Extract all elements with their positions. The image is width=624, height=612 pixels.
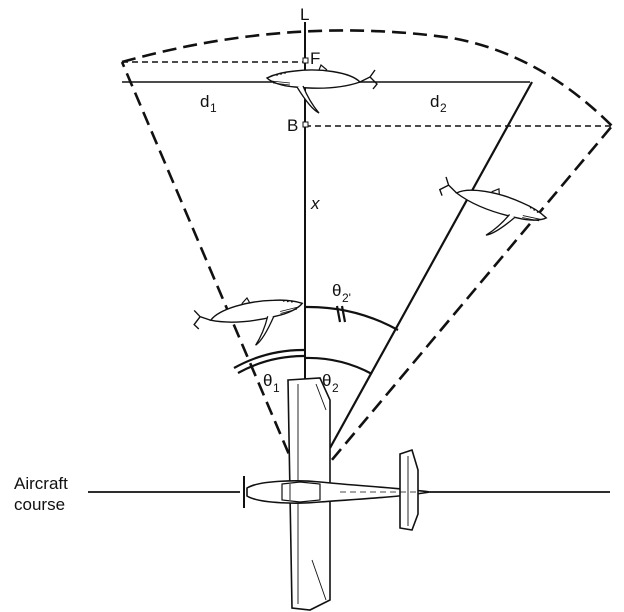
label-d1-sub: 1 <box>210 101 217 115</box>
label-theta2-sub: 2 <box>332 381 339 395</box>
label-d2-sub: 2 <box>440 101 447 115</box>
label-l: L <box>300 5 309 24</box>
label-b: B <box>287 116 298 135</box>
whale-icon <box>190 289 308 355</box>
point-b-marker <box>302 121 309 128</box>
label-aircraft: Aircraft <box>14 474 68 493</box>
label-theta2: θ <box>322 371 331 390</box>
whale-icon <box>430 170 551 252</box>
label-d2: d <box>430 92 439 111</box>
aircraft-icon <box>243 377 431 611</box>
label-theta1: θ <box>263 371 272 390</box>
angle-arcs <box>233 305 399 375</box>
label-x: x <box>310 194 320 213</box>
label-theta2p: θ <box>332 281 341 300</box>
diagram-labels: L F B d 1 d 2 x θ 2' θ 1 θ 2 Aircraft co… <box>14 5 447 514</box>
whale-icon <box>266 64 378 114</box>
label-d1: d <box>200 92 209 111</box>
label-theta1-sub: 1 <box>273 381 280 395</box>
sighting-ray-2 <box>329 81 533 449</box>
label-course: course <box>14 495 65 514</box>
point-f-marker <box>302 57 309 64</box>
label-f: F <box>310 49 320 68</box>
label-theta2p-sub: 2' <box>342 291 351 305</box>
search-sector-outline <box>120 29 613 493</box>
